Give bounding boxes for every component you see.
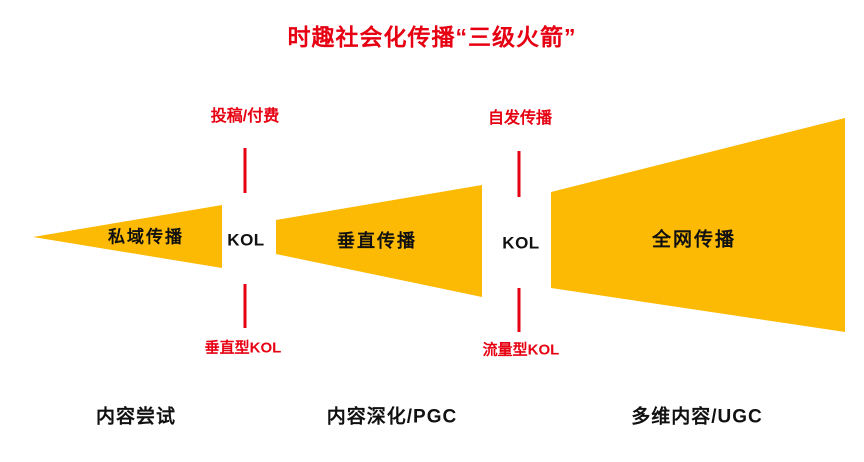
connector-2-top-label: 自发传播 [487,110,553,127]
connector-1-bottom-label: 垂直型KOL [204,339,282,357]
stage-2-funnel-shape [276,185,482,297]
stage-1-funnel-shape [33,205,222,268]
stage-3-funnel-shape [551,118,845,332]
connector-1-kol-label: KOL [227,230,265,250]
stage-1-label: 私域传播 [108,227,184,247]
connector-2-kol-label: KOL [502,233,540,253]
connector-2-bottom-label: 流量型KOL [482,341,560,359]
stage-2-label: 垂直传播 [337,231,417,251]
stage-3-bottom-label: 多维内容/UGC [631,406,763,428]
stage-2-bottom-label: 内容深化/PGC [326,406,458,428]
diagram-title: 时趣社会化传播“三级火箭” [287,24,577,50]
stage-1-bottom-label: 内容尝试 [95,406,177,428]
stage-3-label: 全网传播 [651,229,737,251]
connector-1-top-label: 投稿/付费 [210,108,280,125]
